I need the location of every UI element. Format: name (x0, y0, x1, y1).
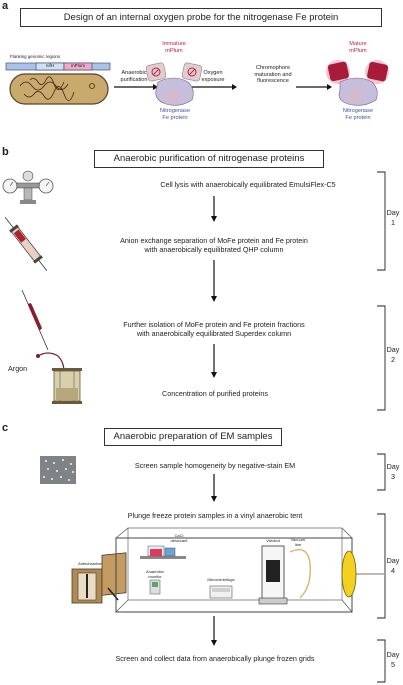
concentrator-icon (36, 352, 82, 404)
step-cell-lysis: Cell lysis with anaerobically equilibrat… (160, 180, 336, 189)
superdex-column-icon (21, 289, 49, 351)
step-screen-collect: Screen and collect data from anaerobical… (115, 654, 315, 663)
immature-mplum-protein (145, 62, 203, 106)
panel-c-letter: c (2, 422, 9, 434)
microcentrifuge-label: Microcentrifuge (207, 577, 235, 582)
panel-a-letter: a (2, 0, 9, 12)
panel-b-title: Anaerobic purification of nitrogenase pr… (94, 150, 324, 168)
step-negative-stain: Screen sample homogeneity by negative-st… (134, 461, 296, 470)
anaerobic-tent-scene (71, 527, 384, 613)
argon-label: Argon (8, 364, 28, 373)
flanking-regions-label: Flanking genomic regions (10, 54, 61, 59)
qhp-column-icon (4, 216, 48, 272)
step-plunge-freeze: Plunge freeze protein samples in a vinyl… (127, 511, 303, 520)
nifh-gene-label: nifH (45, 63, 55, 68)
mature-mplum-protein (326, 60, 389, 106)
antechamber-label: Antechamber (78, 561, 102, 566)
emulsiflex-icon (2, 170, 54, 204)
vitrobot-label: Vitrobot (266, 538, 280, 543)
step-superdex-isolation: Further isolation of MoFe protein and Fe… (123, 320, 305, 338)
negative-stain-image (40, 456, 76, 484)
panel-a-title: Design of an internal oxygen probe for t… (20, 8, 382, 27)
panel-b-letter: b (2, 146, 9, 158)
panel-c-title: Anaerobic preparation of EM samples (104, 428, 282, 446)
step-anion-exchange: Anion exchange separation of MoFe protei… (120, 236, 308, 254)
bacterium-cell (9, 73, 109, 105)
mplum-gene-label: mPlum (70, 63, 86, 68)
step-concentration: Concentration of purified proteins (162, 389, 268, 398)
